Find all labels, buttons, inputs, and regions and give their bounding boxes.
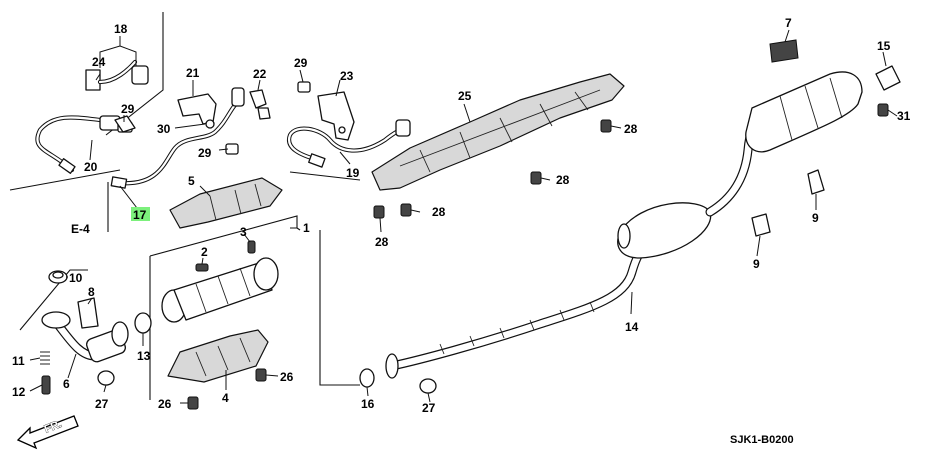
callout-20: 20 xyxy=(84,160,98,174)
callout-15: 15 xyxy=(877,39,891,53)
front-direction-arrow: FR. xyxy=(16,415,79,450)
bracket-21[interactable] xyxy=(177,93,217,129)
callout-26-a: 26 xyxy=(280,370,294,384)
callout-27-a: 27 xyxy=(95,397,109,411)
callout-1: 1 xyxy=(303,221,310,235)
callout-28-b: 28 xyxy=(556,173,570,187)
front-pipe-6[interactable] xyxy=(41,311,129,363)
oxygen-sensor-17[interactable] xyxy=(110,87,245,189)
stud-3[interactable] xyxy=(247,240,256,254)
nut-27-right[interactable] xyxy=(419,378,437,394)
heat-shield-5[interactable] xyxy=(169,177,283,229)
catalytic-converter-1[interactable] xyxy=(161,257,279,323)
callout-21: 21 xyxy=(186,66,200,80)
callout-26-b: 26 xyxy=(158,397,172,411)
callout-16: 16 xyxy=(361,397,375,411)
callout-10: 10 xyxy=(69,271,83,285)
heat-shield-25[interactable] xyxy=(371,73,625,191)
ref-e4: E-4 xyxy=(71,222,90,236)
gasket-13[interactable] xyxy=(134,312,152,334)
callout-29-a: 29 xyxy=(121,102,135,116)
leader-lines xyxy=(29,29,898,404)
callout-29-c: 29 xyxy=(294,56,308,70)
callout-29-b: 29 xyxy=(198,146,212,160)
bolt-12[interactable] xyxy=(41,375,51,395)
callout-6: 6 xyxy=(63,377,70,391)
callout-27-b: 27 xyxy=(422,401,436,415)
bolt-26-b[interactable] xyxy=(187,396,199,410)
hanger-9-b[interactable] xyxy=(751,213,771,237)
rear-muffler[interactable] xyxy=(705,71,863,217)
heat-shield-4[interactable] xyxy=(167,329,269,383)
bracket-22[interactable] xyxy=(249,89,271,120)
callout-28-d: 28 xyxy=(375,235,389,249)
bolt-26-a[interactable] xyxy=(255,368,267,382)
diagram-code: SJK1-B0200 xyxy=(730,434,794,446)
callout-24: 24 xyxy=(92,55,106,69)
callout-17: 17 xyxy=(133,208,147,222)
callout-2: 2 xyxy=(201,245,208,259)
callout-18: 18 xyxy=(114,22,128,36)
rubber-mount-7[interactable] xyxy=(769,39,799,63)
callout-30: 30 xyxy=(157,122,171,136)
callout-9-b: 9 xyxy=(753,257,760,271)
stud-2[interactable] xyxy=(195,263,209,272)
bolt-31[interactable] xyxy=(877,103,889,117)
callout-28-a: 28 xyxy=(624,122,638,136)
exhaust-tip-15[interactable] xyxy=(875,65,901,91)
exhaust-pipe-14[interactable] xyxy=(385,202,712,379)
callout-14: 14 xyxy=(625,320,639,334)
bolt-28-c[interactable] xyxy=(400,203,412,217)
callout-3: 3 xyxy=(240,225,247,239)
bolt-29-upper-right[interactable] xyxy=(297,81,311,93)
callout-19: 19 xyxy=(346,166,360,180)
nut-27-left[interactable] xyxy=(97,370,115,386)
oxygen-sensor-19[interactable] xyxy=(286,119,411,168)
callout-4: 4 xyxy=(222,391,229,405)
callout-9-a: 9 xyxy=(812,211,819,225)
callout-31: 31 xyxy=(897,109,911,123)
spring-11[interactable] xyxy=(40,351,50,365)
bolt-28-d[interactable] xyxy=(373,205,385,219)
callout-25: 25 xyxy=(458,89,472,103)
sensor-connector-24[interactable] xyxy=(85,59,149,91)
highlight-box-17 xyxy=(131,207,150,221)
callout-11: 11 xyxy=(12,354,25,368)
bolt-28-a[interactable] xyxy=(600,119,612,133)
gasket-10[interactable] xyxy=(48,270,68,284)
callout-13: 13 xyxy=(137,349,151,363)
bracket-23[interactable] xyxy=(317,91,355,141)
gasket-16[interactable] xyxy=(359,368,375,388)
callout-23: 23 xyxy=(340,69,354,83)
hanger-9-a[interactable] xyxy=(807,169,825,195)
callout-8: 8 xyxy=(88,285,95,299)
callout-22: 22 xyxy=(253,67,267,81)
bolt-28-b[interactable] xyxy=(530,171,542,185)
callout-28-c: 28 xyxy=(432,205,446,219)
callout-12: 12 xyxy=(12,385,26,399)
callout-labels: 18 24 29 20 21 22 30 29 29 23 19 25 28 2… xyxy=(12,16,911,446)
callout-7: 7 xyxy=(785,16,792,30)
callout-5: 5 xyxy=(188,174,195,188)
bracket-29-upper[interactable] xyxy=(114,115,136,133)
flange-8[interactable] xyxy=(77,297,99,329)
